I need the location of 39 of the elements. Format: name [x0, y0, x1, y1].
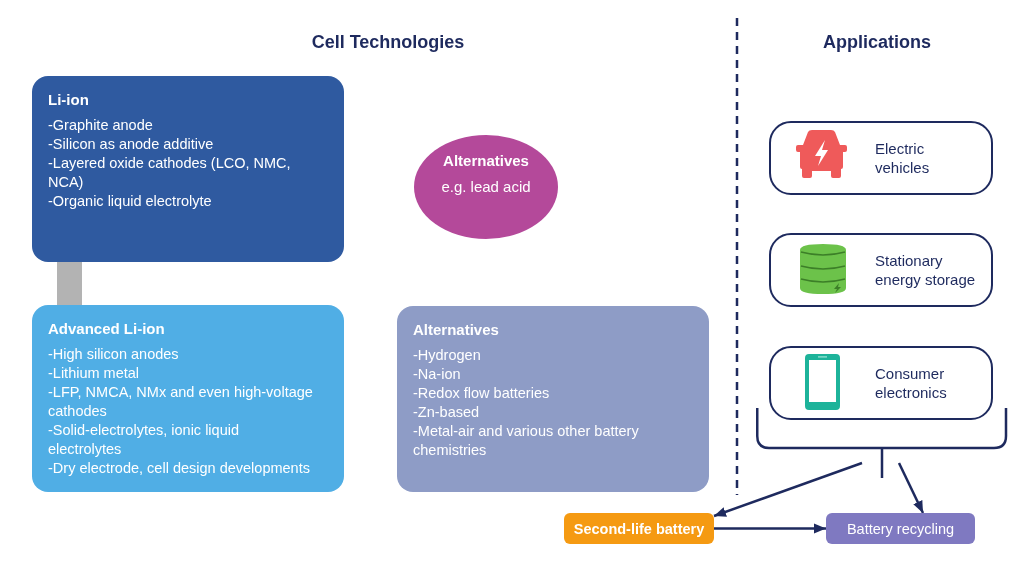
card-list-item: -Organic liquid electrolyte	[48, 192, 212, 211]
card-list-item: -Na-ion	[413, 365, 461, 384]
technology-card	[32, 76, 344, 262]
card-list-item: -Dry electrode, cell design developments	[48, 459, 310, 478]
card-heading: Alternatives	[413, 320, 499, 339]
section-heading: Applications	[823, 31, 931, 53]
card-list-item: -Lithium metal	[48, 364, 140, 383]
ellipse-subtitle: e.g. lead acid	[441, 177, 531, 196]
card-list-item: -Hydrogen	[413, 346, 481, 365]
application-card	[769, 233, 993, 307]
box-label: Battery recycling	[846, 519, 955, 538]
bracket	[756, 408, 1008, 478]
card-list-item: -LFP, NMCA, NMx and even high-voltage cathodes	[48, 383, 314, 421]
card-list-item: -Silicon as anode additive	[48, 135, 214, 154]
application-card	[769, 346, 993, 420]
connector-bar	[57, 262, 82, 305]
card-heading: Advanced Li-ion	[48, 319, 165, 338]
arrow	[714, 523, 826, 534]
card-list-item: -Solid-electrolytes, ionic liquid electrolytes	[48, 421, 240, 459]
technology-card	[32, 305, 344, 492]
application-card	[769, 121, 993, 195]
section-heading: Cell Technologies	[311, 31, 465, 53]
outcome-box	[826, 513, 975, 544]
card-list-item: -Zn-based	[413, 403, 480, 422]
application-label: Stationary energy storage	[875, 251, 977, 289]
card-list-item: -Graphite anode	[48, 116, 153, 135]
card-list-item: -Metal-air and various other battery chemistries	[413, 422, 640, 460]
application-label: Electric vehicles	[875, 139, 931, 177]
box-label: Second-life battery	[573, 519, 705, 538]
card-list-item: -Redox flow batteries	[413, 384, 550, 403]
technology-card	[397, 306, 709, 492]
arrow	[897, 462, 925, 514]
card-list-item: -High silicon anodes	[48, 345, 179, 364]
card-list-item: -Layered oxide cathodes (LCO, NMC, NCA)	[48, 154, 292, 192]
application-label: Consumer electronics	[875, 364, 948, 402]
ellipse-heading: Alternatives	[443, 151, 529, 170]
arrow	[713, 461, 863, 518]
card-heading: Li-ion	[48, 90, 89, 109]
outcome-box	[564, 513, 714, 544]
